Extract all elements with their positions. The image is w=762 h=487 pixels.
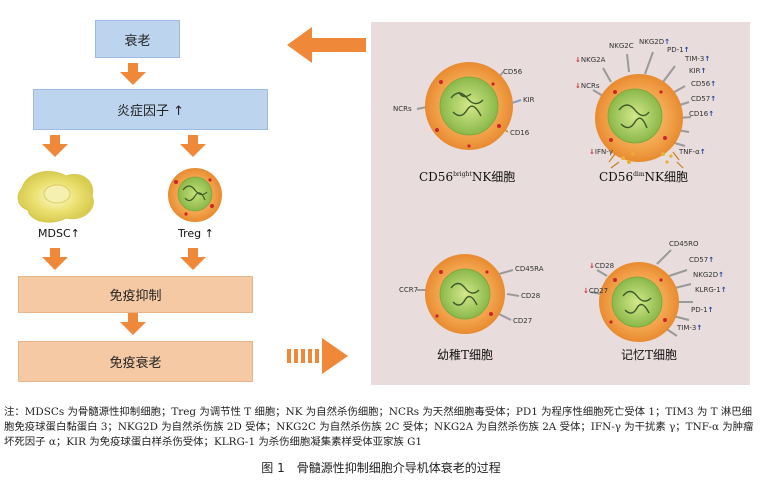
marker-tim3: TIM-3↑ — [685, 55, 711, 63]
figure-caption: 图 1 骨髓源性抑制细胞介导机体衰老的过程 — [261, 461, 501, 475]
marker-cd28-mem: ↓CD28 — [589, 262, 615, 270]
aging-label: 衰老 — [124, 33, 151, 49]
marker-tim3-mem: TIM-3↑ — [677, 324, 703, 332]
cd56bright-title: CD56brightNK细胞 — [419, 168, 515, 185]
cd56bright-title-main: CD56 — [419, 170, 454, 184]
down-arrow — [180, 248, 206, 270]
marker-ifn-gamma: ↓IFN-γ — [589, 148, 613, 156]
cd56bright-title-sup: bright — [453, 171, 472, 178]
down-arrow — [180, 135, 206, 157]
down-arrow — [120, 313, 146, 335]
mdsc-label: MDSC↑ — [38, 227, 80, 240]
marker-cd45ro: CD45RO — [669, 240, 699, 248]
treg-label: Treg ↑ — [178, 227, 214, 240]
cd56dim-title-main: CD56 — [599, 170, 634, 184]
aging-box: 衰老 — [95, 20, 180, 58]
marker-ncrs: NCRs — [393, 105, 412, 113]
cell-illustrations — [416, 51, 693, 342]
immunosenescence-label: 免疫衰老 — [109, 356, 162, 371]
marker-pd1-mem: PD-1↑ — [691, 306, 714, 314]
down-arrow — [42, 248, 68, 270]
naive-t-title: 幼稚T细胞 — [437, 348, 494, 362]
marker-cd45ra: CD45RA — [515, 265, 544, 273]
marker-cd16-dim: CD16↑ — [689, 110, 715, 118]
marker-cd28: CD28 — [521, 292, 541, 300]
cd56dim-title-rest: NK细胞 — [644, 170, 688, 184]
treg-cell — [168, 168, 222, 222]
cell-panel: CD56 KIR CD16 NCRs CD56brightNK细胞 NKG2C … — [371, 22, 750, 385]
immunosuppression-box: 免疫抑制 — [18, 276, 253, 313]
marker-tnf-alpha: TNF-α↑ — [679, 148, 706, 156]
marker-ncrs-dim: ↓NCRs — [575, 82, 600, 90]
marker-cd56: CD56 — [503, 68, 523, 76]
marker-pd1: PD-1↑ — [667, 46, 690, 54]
immunosenescence-box: 免疫衰老 — [18, 341, 253, 382]
figure-notes: 注：MDSCs 为骨髓源性抑制细胞；Treg 为调节性 T 细胞；NK 为自然杀… — [4, 406, 754, 448]
marker-cd57-mem: CD57↑ — [689, 256, 715, 264]
marker-cd27: CD27 — [513, 317, 533, 325]
naive-t-cell — [417, 254, 520, 334]
cd56bright-title-rest: NK细胞 — [471, 170, 516, 184]
inflammatory-factor-label: 炎症因子 ↑ — [116, 104, 185, 119]
marker-cd16: CD16 — [510, 129, 530, 137]
down-arrow — [42, 135, 68, 157]
cd56dim-title: CD56dimNK细胞 — [599, 168, 688, 185]
marker-cd56-dim: CD56↑ — [691, 80, 717, 88]
marker-nkg2d-mem: NKG2D↑ — [693, 271, 724, 279]
marker-nkg2a: ↓NKG2A — [575, 56, 606, 64]
marker-cd27-mem: ↓CD27 — [583, 287, 609, 295]
cd56dim-title-sup: dim — [633, 171, 645, 178]
marker-cd57: CD57↑ — [691, 95, 717, 103]
memory-t-title: 记忆T细胞 — [621, 348, 678, 362]
left-arrow — [287, 27, 366, 63]
immunosuppression-label: 免疫抑制 — [109, 289, 162, 304]
marker-nkg2d: NKG2D↑ — [639, 38, 670, 46]
marker-klrg1: KLRG-1↑ — [695, 286, 727, 294]
marker-kir: KIR — [523, 96, 535, 104]
mdsc-cell — [17, 171, 94, 223]
inflammatory-factor-box: 炎症因子 ↑ — [33, 89, 268, 130]
cd56bright-nk-cell — [416, 62, 522, 150]
marker-kir-dim: KIR↑ — [689, 67, 707, 75]
marker-ccr7: CCR7 — [399, 286, 419, 294]
marker-nkg2c: NKG2C — [609, 42, 634, 50]
dashed-right-arrow — [287, 338, 348, 374]
memory-t-cell — [590, 249, 693, 342]
down-arrow — [120, 63, 146, 85]
cd56dim-nk-cell — [592, 51, 692, 169]
